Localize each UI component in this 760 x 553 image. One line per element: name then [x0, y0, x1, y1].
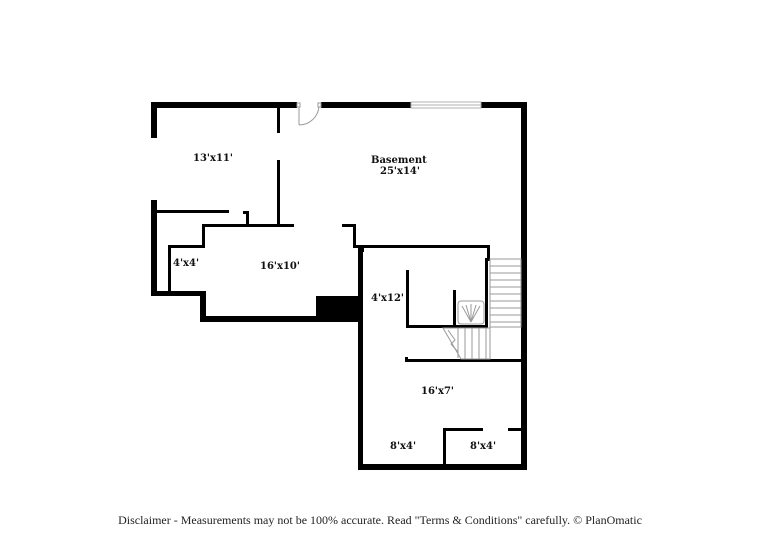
door — [296, 102, 322, 126]
room-label-8x4-left: 8'x4' — [390, 441, 417, 452]
interior-walls — [157, 108, 523, 467]
room-label-16x7: 16'x7' — [421, 386, 454, 397]
room-label-16x10: 16'x10' — [260, 261, 300, 272]
room-label-8x4-right: 8'x4' — [470, 441, 497, 452]
room-label-13x11: 13'x11' — [193, 153, 233, 164]
stairs — [442, 258, 522, 360]
exterior-walls — [151, 102, 527, 470]
window — [410, 101, 482, 109]
disclaimer-text: Disclaimer - Measurements may not be 100… — [118, 513, 642, 527]
room-label-25x14: 25'x14' — [380, 166, 420, 177]
room-label-4x4: 4'x4' — [173, 258, 200, 269]
room-name-basement: Basement — [371, 155, 427, 166]
room-label-4x12: 4'x12' — [371, 293, 404, 304]
